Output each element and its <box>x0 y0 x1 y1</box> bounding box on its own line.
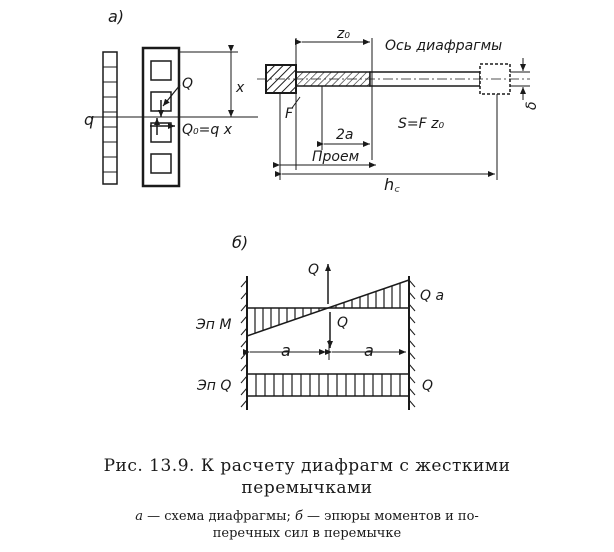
Q-leader <box>162 84 181 107</box>
legend-line2: перечных сил в перемычке <box>212 526 402 541</box>
legend-text1: — схема диафрагмы; <box>142 509 295 524</box>
shear-ordinates <box>255 374 401 396</box>
caption-title-line1: Рис. 13.9. К расчету диафрагм с жесткими <box>103 456 511 476</box>
load-column <box>102 51 118 185</box>
legend-text2: — эпюры моментов и по- <box>302 509 479 524</box>
label-delta: δ <box>524 101 540 110</box>
label-2a: 2a <box>336 127 354 143</box>
label-z0: z₀ <box>336 26 350 42</box>
panel-label-a: а) <box>108 7 124 26</box>
label-hc: h꜀ <box>384 175 400 194</box>
moment-ordinates <box>254 283 401 333</box>
caption-title-line2: перемычками <box>241 478 373 498</box>
label-a-right: a <box>364 341 374 360</box>
label-epM: Эп M <box>195 317 231 333</box>
figure-legend: а — схема диафрагмы; б — эпюры моментов … <box>0 508 614 542</box>
label-Q0: Q₀=q x <box>182 122 233 138</box>
panel-label-b: б) <box>232 233 248 252</box>
label-axis: Ось диафрагмы <box>385 38 502 54</box>
load-column-ticks <box>103 66 117 173</box>
label-q: q <box>84 110 94 129</box>
label-Q: Q <box>182 76 193 92</box>
label-x: x <box>235 80 245 96</box>
label-Q-top: Q <box>308 262 319 278</box>
legend-a: а <box>135 509 143 524</box>
label-Qa: Q a <box>420 288 444 304</box>
figure-caption: Рис. 13.9. К расчету диафрагм с жесткими… <box>0 455 614 499</box>
label-Q-right: Q <box>422 378 433 394</box>
legend-line1: а — схема диафрагмы; б — эпюры моментов … <box>0 508 614 525</box>
label-F: F <box>285 106 294 122</box>
moment-line <box>246 279 410 337</box>
wall-opening <box>150 153 172 174</box>
wall-opening <box>150 122 172 143</box>
force-diagrams: б) <box>195 233 444 410</box>
wall-opening <box>150 60 172 81</box>
label-a-left: a <box>281 341 291 360</box>
figure-diagram: а) q x Q Q₀=q x <box>84 7 540 410</box>
label-S: S=F z₀ <box>398 116 444 132</box>
wall-elevation: а) q x Q Q₀=q x <box>84 7 258 188</box>
label-opening: Проем <box>312 149 360 165</box>
right-support-hatch <box>408 279 416 408</box>
plan-view: z₀ Ось диафрагмы F 2a S=F z₀ Проем h꜀ δ <box>257 26 540 194</box>
label-Q-mid: Q <box>337 315 348 331</box>
legend-b: б <box>294 509 303 524</box>
label-epQ: Эп Q <box>196 378 231 394</box>
